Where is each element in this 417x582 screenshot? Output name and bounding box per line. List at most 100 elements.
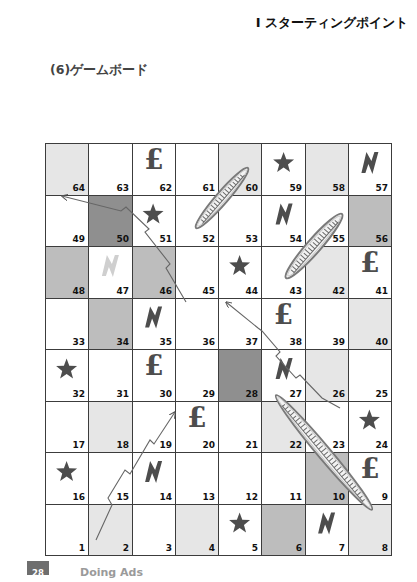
section-title-box: (6)ゲームボード [50,59,148,78]
board-cell: £30 [132,349,176,402]
star-symbol [143,204,164,224]
board-cell: 34 [88,298,133,350]
board-cell: 36 [175,298,219,350]
board-cell: £9 [348,452,392,505]
cell-number: 57 [375,183,388,194]
running-header: I スターティングポイント [256,15,408,30]
board-cell: 31 [88,349,133,402]
board-cell: 7 [305,504,349,556]
snake-figure [271,391,377,514]
cell-number: 44 [245,286,258,297]
cell-number: 35 [159,337,172,348]
board-cell: 40 [348,298,392,350]
star-symbol [359,410,380,430]
cell-number: 20 [202,440,215,451]
cell-number: 23 [332,440,345,451]
bolt-symbol [276,204,293,226]
cell-number: 14 [159,492,172,503]
board-cell: 58 [305,143,349,196]
board-cell: 63 [88,143,133,196]
cell-number: 33 [72,337,85,348]
board-cell: 43 [261,246,306,299]
board-cell: 26 [305,349,349,402]
cell-number: 31 [116,389,129,400]
cell-number: 38 [289,337,302,348]
star-symbol [229,513,250,533]
board-cell: 57 [348,143,392,196]
cell-number: 27 [289,389,302,400]
ladder-line [62,196,186,302]
cell-number: 46 [159,286,172,297]
pound-symbol: £ [144,352,163,380]
page-number: 28 [32,568,44,578]
cell-number: 47 [116,286,129,297]
cell-number: 45 [202,286,215,297]
cell-number: 3 [166,543,172,554]
cell-number: 48 [72,286,85,297]
cell-number: 34 [116,337,129,348]
cell-number: 18 [116,440,129,451]
board-cell: 44 [218,246,262,299]
cell-number: 60 [245,183,258,194]
cell-number: 13 [202,492,215,503]
cell-number: 50 [116,234,129,245]
board-cell: 11 [261,452,306,505]
board-cell: 27 [261,349,306,402]
star-symbol [56,359,77,379]
cell-number: 17 [72,440,85,451]
board-cell: 24 [348,401,392,453]
cell-number: 5 [252,543,258,554]
cell-number: 6 [296,543,302,554]
cell-number: 41 [375,286,388,297]
bolt-symbol [276,358,293,380]
board-cell: 10 [305,452,349,505]
cell-number: 28 [245,389,258,400]
board-cell: 49 [45,195,89,247]
cell-number: 4 [209,543,215,554]
board-cell: 33 [45,298,89,350]
cell-number: 8 [382,543,388,554]
pound-symbol: £ [360,455,379,483]
pound-symbol: £ [274,301,293,329]
board-cell: 52 [175,195,219,247]
pound-symbol: £ [187,404,206,432]
running-footer: Doing Ads [80,566,143,579]
cell-number: 37 [245,337,258,348]
star-symbol [56,461,77,481]
bolt-symbol [145,307,162,329]
cell-number: 10 [332,492,345,503]
bolt-symbol [318,513,335,535]
board-cell: 64 [45,143,89,196]
snake-figure [281,209,348,282]
cell-number: 29 [202,389,215,400]
board-cell: 15 [88,452,133,505]
board-cell: 55 [305,195,349,247]
cell-number: 40 [375,337,388,348]
cell-number: 19 [159,440,172,451]
board-cell: 60 [218,143,262,196]
cell-number: 62 [159,183,172,194]
cell-number: 9 [382,492,388,503]
cell-number: 61 [202,183,215,194]
board-cell: 32 [45,349,89,402]
cell-number: 64 [72,183,85,194]
cell-number: 52 [202,234,215,245]
running-footer-box: Doing Ads [80,561,143,580]
cell-number: 55 [332,234,345,245]
page-number-box: 28 [27,561,49,575]
cell-number: 56 [375,234,388,245]
cell-number: 49 [72,234,85,245]
board-cell: 51 [132,195,176,247]
cell-number: 25 [375,389,388,400]
board-cell: 19 [132,401,176,453]
board-cell: 46 [132,246,176,299]
board-cell: 14 [132,452,176,505]
cell-number: 7 [339,543,345,554]
cell-number: 30 [159,389,172,400]
cell-number: 12 [245,492,258,503]
cell-number: 54 [289,234,302,245]
board-cell: 59 [261,143,306,196]
star-symbol [229,255,250,275]
board-cell: 39 [305,298,349,350]
board-cell: 16 [45,452,89,505]
